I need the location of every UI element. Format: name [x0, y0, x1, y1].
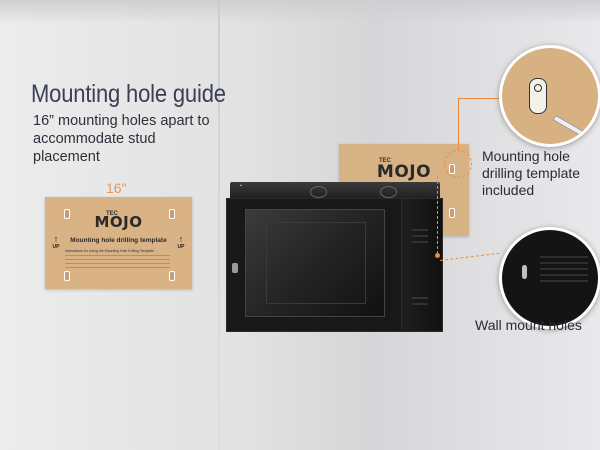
wall-hole-marker-2 [449, 208, 455, 218]
lock-icon [232, 263, 238, 273]
side-vent [412, 303, 428, 305]
page-title: Mounting hole guide [31, 80, 226, 108]
template-body-text [65, 255, 170, 271]
fan-vent [380, 186, 397, 198]
keyhole-template-zoom [499, 45, 600, 147]
dimension-label: 16" [106, 180, 127, 196]
brand-tec-label: TEC [106, 211, 118, 217]
template-hole-highlight [444, 150, 472, 178]
side-vent [412, 297, 428, 299]
template-included-callout: Mounting hole drilling template included [482, 148, 581, 198]
ceiling-shadow [0, 0, 600, 24]
wall-mount-cabinet: ▪ [218, 182, 450, 334]
side-vent [412, 235, 428, 237]
keyhole-slot-icon [529, 78, 547, 114]
hole-marker-bottom-right [169, 271, 175, 281]
brand-logo: MOJO [94, 213, 143, 231]
hole-marker-top-left [64, 209, 70, 219]
callout-line-top-h [458, 98, 500, 99]
template-instructions: Instructions for Using the Mounting Hole… [65, 249, 155, 253]
up-arrow-icon-right: ↑UP [177, 234, 185, 251]
mount-hole-marker-dot [435, 253, 440, 258]
cabinet-top: ▪ [230, 182, 440, 202]
keyhole-slot-icon [522, 265, 527, 279]
cabinet-side-panel [401, 198, 443, 332]
page-description: 16” mounting holes apart to accommodate … [33, 113, 210, 165]
wall-corner [218, 0, 220, 450]
glass-panel [245, 209, 385, 317]
fan-vent [310, 186, 327, 198]
template-title: Mounting hole drilling template [70, 237, 167, 244]
hole-marker-top-right [169, 209, 175, 219]
cabinet-logo: ▪ [240, 183, 242, 189]
callout-line-top-v [458, 98, 459, 150]
vent-slots [540, 256, 588, 286]
wall-brand-logo: MOJO [376, 162, 432, 182]
wall-mount-hole-zoom [499, 227, 600, 329]
side-vent [412, 229, 428, 231]
up-arrow-icon-left: ↑UP [52, 234, 60, 251]
wall-brand-tec-label: TEC [379, 158, 391, 164]
cabinet-glass-door [226, 198, 403, 332]
side-vent [412, 241, 428, 243]
drilling-template-card: TEC MOJO Mounting hole drilling template… [45, 197, 192, 289]
wall-mount-holes-callout: Wall mount holes [475, 317, 582, 333]
hole-marker-bottom-left [64, 271, 70, 281]
callout-line-drop [437, 176, 439, 254]
